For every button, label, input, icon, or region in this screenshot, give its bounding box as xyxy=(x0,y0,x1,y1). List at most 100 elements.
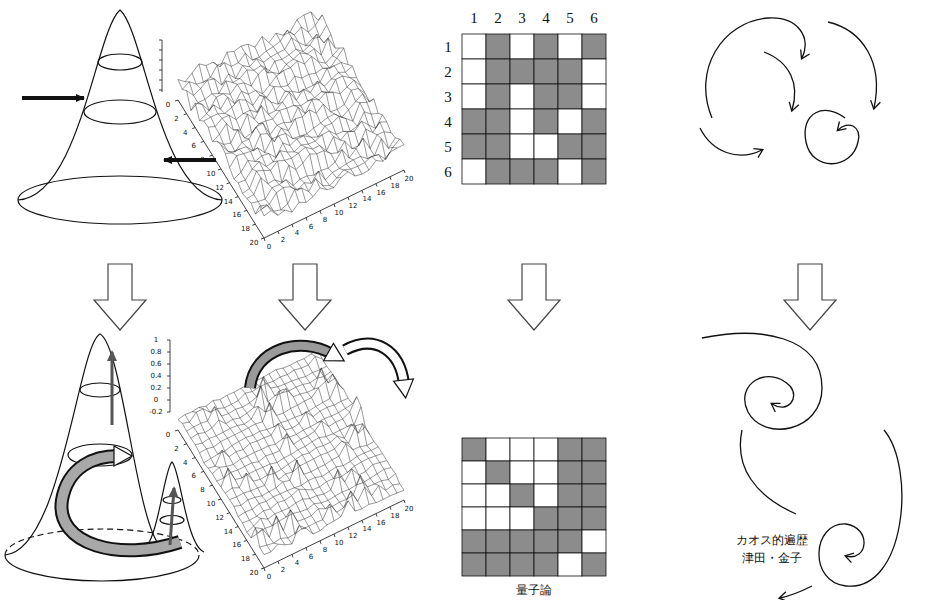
row-number: 6 xyxy=(444,164,452,179)
matrix-cell xyxy=(510,507,534,530)
axis-line xyxy=(306,548,307,551)
axis-tick: 0.2 xyxy=(150,385,161,392)
potential-peaks xyxy=(5,334,204,581)
axis-tick: 6 xyxy=(309,223,313,230)
matrix-cell xyxy=(534,507,558,530)
matrix-cell xyxy=(510,159,534,184)
axis-line xyxy=(264,568,265,571)
axis-tick: 6 xyxy=(309,553,313,560)
matrix-cell xyxy=(534,59,558,84)
matrix-cell xyxy=(582,438,606,461)
axis-line xyxy=(159,90,162,91)
matrix-cell xyxy=(486,84,510,109)
axis-line xyxy=(227,513,230,514)
matrix-cell xyxy=(462,134,486,159)
hop-arrow xyxy=(250,346,332,388)
matrix-cell xyxy=(510,553,534,576)
axis-line xyxy=(209,485,212,486)
matrix-cell xyxy=(582,461,606,484)
axis-tick: 6 xyxy=(192,143,196,150)
matrix-cell xyxy=(558,530,582,553)
row-number: 3 xyxy=(444,89,452,104)
matrix-cell xyxy=(486,461,510,484)
matrix-cell xyxy=(534,484,558,507)
axis-line xyxy=(175,100,178,101)
axis-tick: 12 xyxy=(349,533,358,540)
panel-caption: カオス的遍歴 xyxy=(736,534,808,546)
matrix-cell xyxy=(534,461,558,484)
axis-tick: 16 xyxy=(377,189,386,196)
transition-band xyxy=(61,456,180,550)
axis-tick: 4 xyxy=(295,230,299,237)
axis-line xyxy=(167,412,170,413)
axis-line xyxy=(376,514,377,517)
axis-line xyxy=(244,210,247,211)
matrix-cell xyxy=(462,34,486,59)
matrix-cell xyxy=(558,134,582,159)
axis-tick: 16 xyxy=(377,519,386,526)
axis-line xyxy=(404,170,405,173)
matrix-cell xyxy=(534,530,558,553)
matrix-cell xyxy=(582,530,606,553)
matrix-cell xyxy=(582,484,606,507)
axis-line xyxy=(159,50,162,51)
axis-line xyxy=(376,184,377,187)
matrix-cell xyxy=(510,134,534,159)
matrix-cell xyxy=(462,159,486,184)
column-number: 6 xyxy=(590,11,598,26)
matrix-cell xyxy=(462,461,486,484)
matrix-cell xyxy=(462,438,486,461)
axis-tick: 4 xyxy=(183,459,187,466)
axis-line xyxy=(292,224,293,227)
matrix-cell xyxy=(462,109,486,134)
matrix-cell xyxy=(534,438,558,461)
matrix-cell xyxy=(462,484,486,507)
axis-line xyxy=(261,238,264,239)
axis-tick: 18 xyxy=(391,182,400,189)
matrix-cell xyxy=(486,530,510,553)
push-arrow xyxy=(22,96,84,100)
matrix-cell xyxy=(462,84,486,109)
matrix-cell xyxy=(486,438,510,461)
matrix-cell xyxy=(558,109,582,134)
transition-arrow xyxy=(94,264,836,330)
axis-line xyxy=(306,218,307,221)
matrix-cell xyxy=(510,84,534,109)
axis-line xyxy=(390,177,391,180)
axis-tick: 0.6 xyxy=(150,361,161,368)
state-matrix xyxy=(462,34,606,184)
matrix-cell xyxy=(558,84,582,109)
axis-line xyxy=(178,100,264,238)
axis-line xyxy=(320,211,321,214)
wireframe-mesh xyxy=(178,12,404,216)
matrix-cell xyxy=(486,59,510,84)
axis-tick: 14 xyxy=(363,196,372,203)
axis-tick: 6 xyxy=(192,473,196,480)
axis-tick: 10 xyxy=(335,210,344,217)
axis-line xyxy=(292,554,293,557)
axis-line xyxy=(167,388,170,389)
axis-tick: 20 xyxy=(250,570,259,577)
axis-line xyxy=(261,568,264,569)
author-credit: 津田・金子 xyxy=(742,552,802,564)
matrix-cell xyxy=(510,109,534,134)
hop-arrow xyxy=(250,346,332,388)
matrix-cell xyxy=(486,507,510,530)
axis-tick: 2 xyxy=(281,237,285,244)
axis-tick: 0 xyxy=(267,574,271,581)
axis-line xyxy=(252,554,255,555)
matrix-cell xyxy=(510,34,534,59)
axis-line xyxy=(162,40,163,92)
matrix-cell xyxy=(534,84,558,109)
matrix-cell xyxy=(510,59,534,84)
axis-line xyxy=(167,352,170,353)
axis-line xyxy=(348,197,349,200)
matrix-cell xyxy=(462,553,486,576)
matrix-cell xyxy=(558,461,582,484)
axis-tick: 10 xyxy=(207,171,216,178)
axis-tick: 10 xyxy=(335,540,344,547)
matrix-cell xyxy=(558,438,582,461)
row-number: 5 xyxy=(444,139,452,154)
axis-line xyxy=(218,499,221,500)
axis-tick: 20 xyxy=(405,176,414,183)
